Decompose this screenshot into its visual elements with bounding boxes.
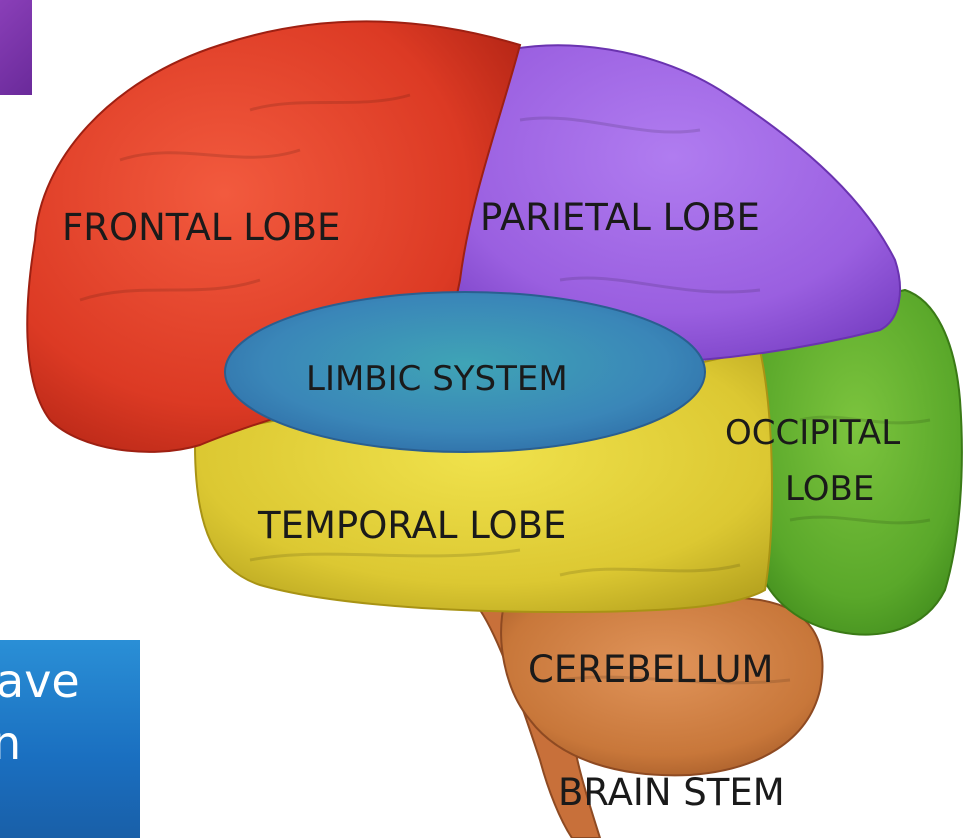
partial-text-line-1: ave xyxy=(0,658,80,704)
partial-blue-text-box: ave n xyxy=(0,640,140,838)
label-limbic-system: LIMBIC SYSTEM xyxy=(306,359,568,399)
label-temporal-lobe: TEMPORAL LOBE xyxy=(257,504,566,547)
label-parietal-lobe: PARIETAL LOBE xyxy=(480,196,760,239)
label-occipital-lobe-line2: LOBE xyxy=(785,469,874,509)
label-frontal-lobe: FRONTAL LOBE xyxy=(62,206,340,249)
label-brain-stem: BRAIN STEM xyxy=(558,771,785,814)
partial-text-line-2: n xyxy=(0,720,21,766)
label-occipital-lobe-line1: OCCIPITAL xyxy=(725,413,900,453)
label-cerebellum: CEREBELLUM xyxy=(528,648,773,691)
